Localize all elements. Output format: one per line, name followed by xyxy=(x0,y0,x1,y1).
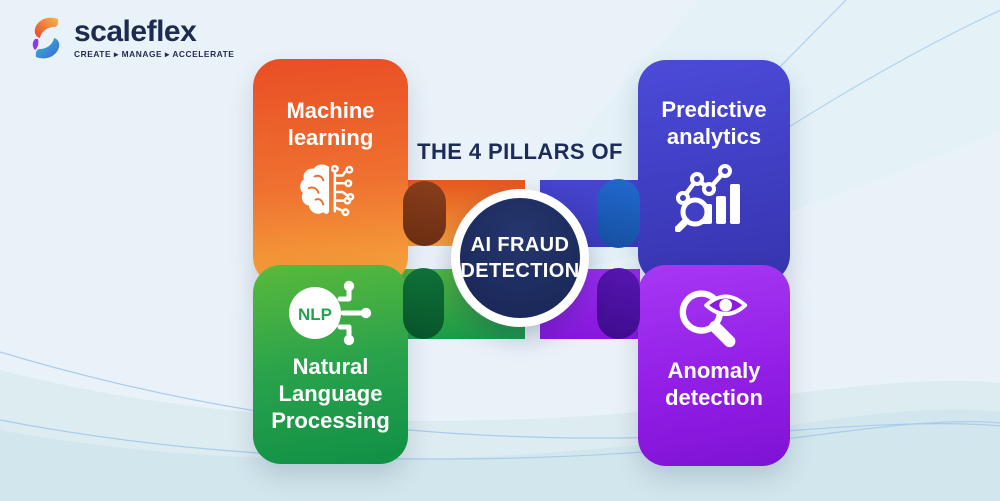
scaleflex-logo-icon xyxy=(32,17,60,59)
pillar-card-nlp: NLP Natural Language Processing xyxy=(253,265,408,464)
center-circle-ring: AI FRAUD DETECTION xyxy=(451,189,589,327)
pillar-card-machine-learning: Machine learning xyxy=(253,59,408,285)
brand-tagline: CREATE ▸ MANAGE ▸ ACCELERATE xyxy=(74,49,235,59)
pillar-label: Predictive analytics xyxy=(661,97,767,149)
connector-cap-nlp xyxy=(403,268,444,339)
eye-magnifier-icon xyxy=(679,290,748,348)
pillar-label: Machine learning xyxy=(286,98,375,150)
center-circle: AI FRAUD DETECTION xyxy=(460,198,580,318)
pillar-label: Natural Language Processing xyxy=(271,354,390,433)
center-title-line2: DETECTION xyxy=(460,260,580,282)
diagram-title: THE 4 PILLARS OF xyxy=(417,139,623,164)
connector-cap-machine-learning xyxy=(403,181,446,246)
brain-circuit-icon xyxy=(299,164,354,217)
nlp-icon-text: NLP xyxy=(298,305,332,324)
scaleflex-logo: scaleflex CREATE ▸ MANAGE ▸ ACCELERATE xyxy=(29,15,234,61)
center-title-line1: AI FRAUD xyxy=(470,234,570,256)
pillar-card-predictive-analytics: Predictive analytics xyxy=(638,60,790,283)
brand-name: scaleflex xyxy=(74,15,197,48)
connector-cap-predictive-analytics xyxy=(597,179,640,248)
pillar-label: Anomaly detection xyxy=(665,358,763,410)
pillar-card-anomaly-detection: Anomaly detection xyxy=(638,265,790,466)
nlp-circuit-icon: NLP xyxy=(288,280,371,346)
chart-magnifier-icon xyxy=(675,164,740,232)
connector-cap-anomaly-detection xyxy=(597,268,640,339)
